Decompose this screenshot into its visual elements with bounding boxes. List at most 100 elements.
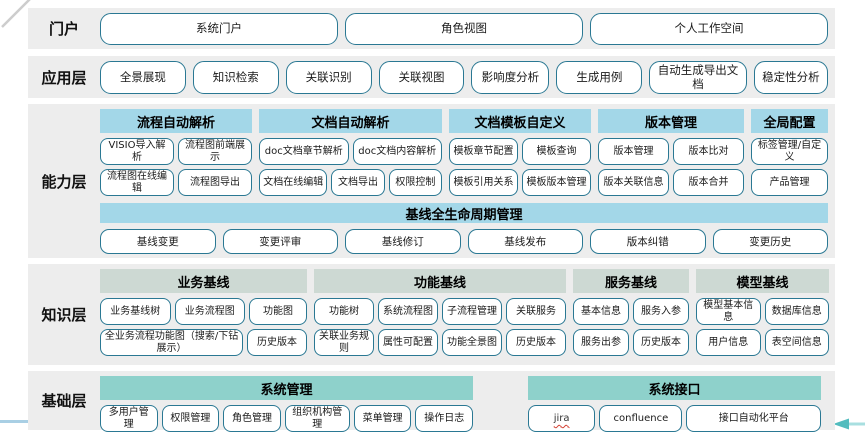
feature-box-label: 组织机构管理 — [292, 407, 343, 430]
feature-box-label: 版本管理 — [613, 145, 654, 157]
feature-box-label: 基线变更 — [136, 235, 179, 248]
feature-box: 基本信息 — [573, 298, 629, 325]
feature-box: 知识检索 — [192, 61, 279, 94]
group: 模型基线模型基本信息数据库信息用户信息表空间信息 — [696, 269, 829, 360]
feature-box-label: 用户信息 — [708, 336, 749, 348]
group: 流程自动解析 VISIO导入解析流程图前端展示流程图在线编辑 流程图导出 — [100, 109, 252, 200]
feature-box: 影响度分析 — [471, 61, 550, 94]
feature-box: 全景展现 — [100, 61, 186, 94]
layer-content: 系统门户 角色视图 个人工作空间 — [100, 8, 835, 49]
feature-box-label: 变更历史 — [749, 235, 792, 248]
feature-box: 历史版本 — [633, 329, 689, 356]
box-row: 全景展现知识检索关联识别关联视图影响度分析生成用例自动生成导出文档稳定性分析 — [100, 61, 828, 94]
feature-box: 组织机构管理 — [284, 405, 350, 432]
feature-box-label: 版本纠错 — [626, 235, 669, 248]
bottom-left-accent-line — [0, 420, 34, 423]
layer-content: 业务基线业务基线树业务流程图功能图全业务流程功能图（搜索/下钻展示）历史版本功能… — [100, 264, 835, 365]
feature-box-label: 流程图在线编辑 — [107, 171, 167, 194]
baseline-box-row: 基线变更变更评审基线修订基线发布版本纠错变更历史 — [100, 229, 828, 254]
feature-box: 角色管理 — [223, 405, 281, 432]
feature-box-label: 产品管理 — [769, 176, 810, 188]
feature-box: 功能图 — [249, 298, 307, 325]
feature-box: 用户信息 — [696, 329, 761, 356]
feature-box: 产品管理 — [751, 169, 828, 196]
feature-box: confluence — [599, 405, 683, 432]
feature-box: 服务入参 — [633, 298, 689, 325]
feature-box-label: 版本比对 — [688, 145, 729, 157]
box-row: 标签管理/自定义 — [751, 138, 828, 165]
feature-box: 接口自动化平台 — [686, 405, 821, 432]
group: 全局配置标签管理/自定义产品管理 — [751, 109, 828, 200]
feature-box-label: 表空间信息 — [771, 336, 822, 348]
feature-box-label: 基本信息 — [581, 305, 621, 317]
feature-box-label: 流程图前端展示 — [185, 140, 245, 163]
group-header: 流程自动解析 — [100, 109, 252, 133]
feature-box: 模板引用关系 — [449, 169, 518, 196]
box-row: 全业务流程功能图（搜索/下钻展示）历史版本 — [100, 329, 307, 356]
group: 功能基线功能树系统流程图子流程管理关联服务关联业务规则属性可配置功能全景图历史版… — [314, 269, 566, 360]
feature-box: 属性可配置 — [378, 329, 438, 356]
box-row: 文档在线编辑文档导出权限控制 — [259, 169, 442, 196]
box-row: 关联业务规则属性可配置功能全景图历史版本 — [314, 329, 566, 356]
feature-box-label: 接口自动化平台 — [718, 412, 789, 424]
feature-box-label: 模板引用关系 — [453, 176, 514, 188]
feature-box: 个人工作空间 — [590, 13, 828, 45]
feature-box-label: 版本关联信息 — [603, 176, 664, 188]
feature-box: 基线变更 — [100, 229, 216, 254]
feature-box: 服务出参 — [573, 329, 629, 356]
box-row: 版本关联信息版本合并 — [598, 169, 744, 196]
feature-box-label: 业务基线树 — [110, 305, 161, 317]
feature-box: 模板版本管理 — [522, 169, 591, 196]
feature-box-label: 个人工作空间 — [674, 21, 744, 36]
feature-box-label: 变更评审 — [259, 235, 302, 248]
feature-box: 流程图在线编辑 — [100, 169, 174, 196]
feature-box-label: 历史版本 — [516, 336, 556, 348]
feature-box: 数据库信息 — [764, 298, 829, 325]
feature-box: 自动生成导出文档 — [649, 61, 747, 94]
box-row: 模型基本信息数据库信息 — [696, 298, 829, 325]
feature-box-label: 系统流程图 — [383, 305, 433, 317]
feature-box-label: 系统门户 — [196, 21, 242, 36]
feature-box: 历史版本 — [247, 329, 307, 356]
feature-box-label: 全景展现 — [119, 69, 166, 84]
feature-box: 关联识别 — [285, 61, 372, 94]
feature-box-label: 角色视图 — [441, 21, 487, 36]
feature-box-label: 模板版本管理 — [526, 176, 587, 188]
feature-box-label: 角色管理 — [231, 412, 272, 424]
feature-box-label: 属性可配置 — [383, 336, 433, 348]
groups-row: 流程自动解析 VISIO导入解析流程图前端展示流程图在线编辑 流程图导出 文档自动解析… — [100, 109, 828, 200]
feature-box: 文档在线编辑 — [259, 169, 328, 196]
box-row: 多用户管理权限管理角色管理组织机构管理菜单管理操作日志 — [100, 405, 473, 432]
layer-application: 应用层全景展现知识检索关联识别关联视图影响度分析生成用例自动生成导出文档稳定性分… — [28, 56, 835, 98]
box-row: 模板引用关系模板版本管理 — [449, 169, 591, 196]
feature-box: 功能树 — [314, 298, 374, 325]
group-header: 版本管理 — [598, 109, 744, 133]
feature-box: 标签管理/自定义 — [751, 138, 828, 165]
feature-box-label: 流程图导出 — [190, 176, 240, 188]
feature-box: doc文档章节解析 — [259, 138, 349, 165]
feature-box: 关联业务规则 — [314, 329, 374, 356]
feature-box-label: 基线发布 — [504, 235, 547, 248]
feature-box-label: 功能树 — [329, 305, 359, 317]
feature-box: 版本纠错 — [590, 229, 706, 254]
box-row: 流程图在线编辑 流程图导出 — [100, 169, 252, 196]
feature-box-label: 影响度分析 — [481, 69, 540, 84]
group: 业务基线业务基线树业务流程图功能图全业务流程功能图（搜索/下钻展示）历史版本 — [100, 269, 307, 360]
feature-box: 流程图导出 — [178, 169, 252, 196]
feature-box-label: 生成用例 — [576, 69, 623, 84]
feature-box-label: 服务入参 — [641, 305, 681, 317]
feature-box-label: 模板查询 — [536, 145, 577, 157]
feature-box-label: 模型基本信息 — [703, 300, 754, 323]
box-row: 版本管理 版本比对 — [598, 138, 744, 165]
box-row: 产品管理 — [751, 169, 828, 196]
feature-box: 关联视图 — [378, 61, 465, 94]
feature-box: 表空间信息 — [764, 329, 829, 356]
feature-box: 文档导出 — [331, 169, 385, 196]
feature-box: 系统门户 — [100, 13, 338, 45]
feature-box: VISIO导入解析 — [100, 138, 174, 165]
corner-diagonal-line — [1, 0, 31, 28]
group-header: 功能基线 — [314, 269, 566, 293]
